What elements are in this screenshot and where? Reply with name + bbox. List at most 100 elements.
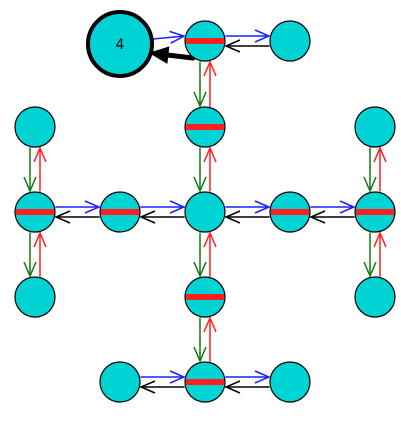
- state-node-top-right: [269, 20, 311, 62]
- node-bar: [186, 294, 224, 300]
- edge-arrow-black: [224, 39, 270, 53]
- arrow-head: [203, 231, 217, 248]
- edge-arrow-red: [373, 231, 387, 277]
- arrow-head: [203, 316, 217, 333]
- edge-arrow-blue: [225, 200, 271, 214]
- edge-arrow-green: [23, 147, 37, 193]
- edge-arrow-black: [309, 210, 355, 224]
- edge-arrow-black-bold: [148, 46, 196, 64]
- edge-arrow-blue: [140, 370, 186, 384]
- edge-arrow-green: [193, 232, 207, 278]
- edge-arrow-blue: [152, 30, 186, 44]
- node-circle: [99, 361, 141, 403]
- edge-arrow-green: [193, 61, 207, 108]
- state-node-top-mid: [184, 20, 226, 62]
- node-circle: [14, 106, 56, 148]
- edge-arrow-black: [224, 210, 270, 224]
- state-node-right-bottom: [354, 276, 396, 318]
- edge-arrow-blue: [225, 29, 271, 43]
- state-node-bottom-right: [269, 361, 311, 403]
- arrow-head: [254, 29, 271, 43]
- edge-arrow-blue: [55, 200, 101, 214]
- node-bar: [186, 38, 224, 44]
- node-bar: [186, 124, 224, 130]
- state-node-center: [184, 191, 226, 233]
- arrow-head: [224, 39, 241, 53]
- edge-arrow-black: [139, 380, 185, 394]
- arrow-head: [363, 176, 377, 193]
- node-circle: [184, 191, 226, 233]
- edge-arrow-red: [373, 146, 387, 192]
- arrow-head: [193, 176, 207, 193]
- state-node-lower-center: [184, 276, 226, 318]
- nodes-layer: 4: [14, 10, 396, 403]
- edge-arrow-black: [139, 210, 185, 224]
- state-node-row-4: [269, 191, 311, 233]
- arrow-head: [33, 146, 47, 163]
- node-circle: [269, 361, 311, 403]
- edge-arrow-black: [224, 380, 270, 394]
- arrow-head: [363, 261, 377, 278]
- state-node-bottom-mid: [184, 361, 226, 403]
- edge-arrow-green: [363, 232, 377, 278]
- arrow-head: [224, 380, 241, 394]
- arrow-head: [373, 231, 387, 248]
- arrow-head: [169, 30, 186, 44]
- edge-arrow-red: [33, 231, 47, 277]
- arrow-head: [339, 200, 356, 214]
- state-node-upper-center: [184, 106, 226, 148]
- edge-arrow-blue: [225, 370, 271, 384]
- state-node-right-mid: [354, 191, 396, 233]
- state-node-left-mid: [14, 191, 56, 233]
- node-circle: [354, 276, 396, 318]
- edge-arrow-red: [203, 316, 217, 362]
- arrow-head: [224, 210, 241, 224]
- edge-arrow-red: [203, 231, 217, 277]
- arrow-head: [193, 261, 207, 278]
- node-circle: [354, 106, 396, 148]
- arrow-head: [203, 146, 217, 163]
- edge-arrow-red: [33, 146, 47, 192]
- arrow-head: [33, 231, 47, 248]
- arrow-head: [193, 346, 207, 363]
- state-node-left-top: [14, 106, 56, 148]
- node-bar: [101, 209, 139, 215]
- arrow-head: [84, 200, 101, 214]
- arrow-head: [169, 370, 186, 384]
- node-circle: [269, 20, 311, 62]
- edge-line: [152, 35, 184, 40]
- node-bar: [186, 379, 224, 385]
- edge-arrow-green: [193, 147, 207, 193]
- arrow-head: [309, 210, 326, 224]
- arrow-head: [169, 200, 186, 214]
- edge-arrow-blue: [310, 200, 356, 214]
- arrow-head: [23, 176, 37, 193]
- arrow-head: [254, 370, 271, 384]
- arrow-head: [139, 380, 156, 394]
- arrow-head: [139, 210, 156, 224]
- node-circle: [86, 10, 154, 78]
- state-node-left-bottom: [14, 276, 56, 318]
- node-bar: [356, 209, 394, 215]
- state-node-bottom-left: [99, 361, 141, 403]
- edge-arrow-black: [54, 210, 100, 224]
- arrow-head: [193, 91, 207, 108]
- edge-arrow-green: [363, 147, 377, 193]
- node-bar: [271, 209, 309, 215]
- node-label: 4: [116, 37, 125, 53]
- edge-arrow-green: [193, 317, 207, 363]
- arrow-head: [254, 200, 271, 214]
- node-bar: [16, 209, 54, 215]
- arrow-head: [203, 60, 217, 77]
- state-node-row-2: [99, 191, 141, 233]
- arrow-head: [148, 46, 170, 64]
- state-node-right-top: [354, 106, 396, 148]
- node-circle: [14, 276, 56, 318]
- edge-arrow-red: [203, 60, 217, 107]
- arrow-head: [23, 261, 37, 278]
- edge-arrow-blue: [140, 200, 186, 214]
- edge-arrow-red: [203, 146, 217, 192]
- state-node-start: 4: [86, 10, 154, 78]
- arrow-head: [54, 210, 71, 224]
